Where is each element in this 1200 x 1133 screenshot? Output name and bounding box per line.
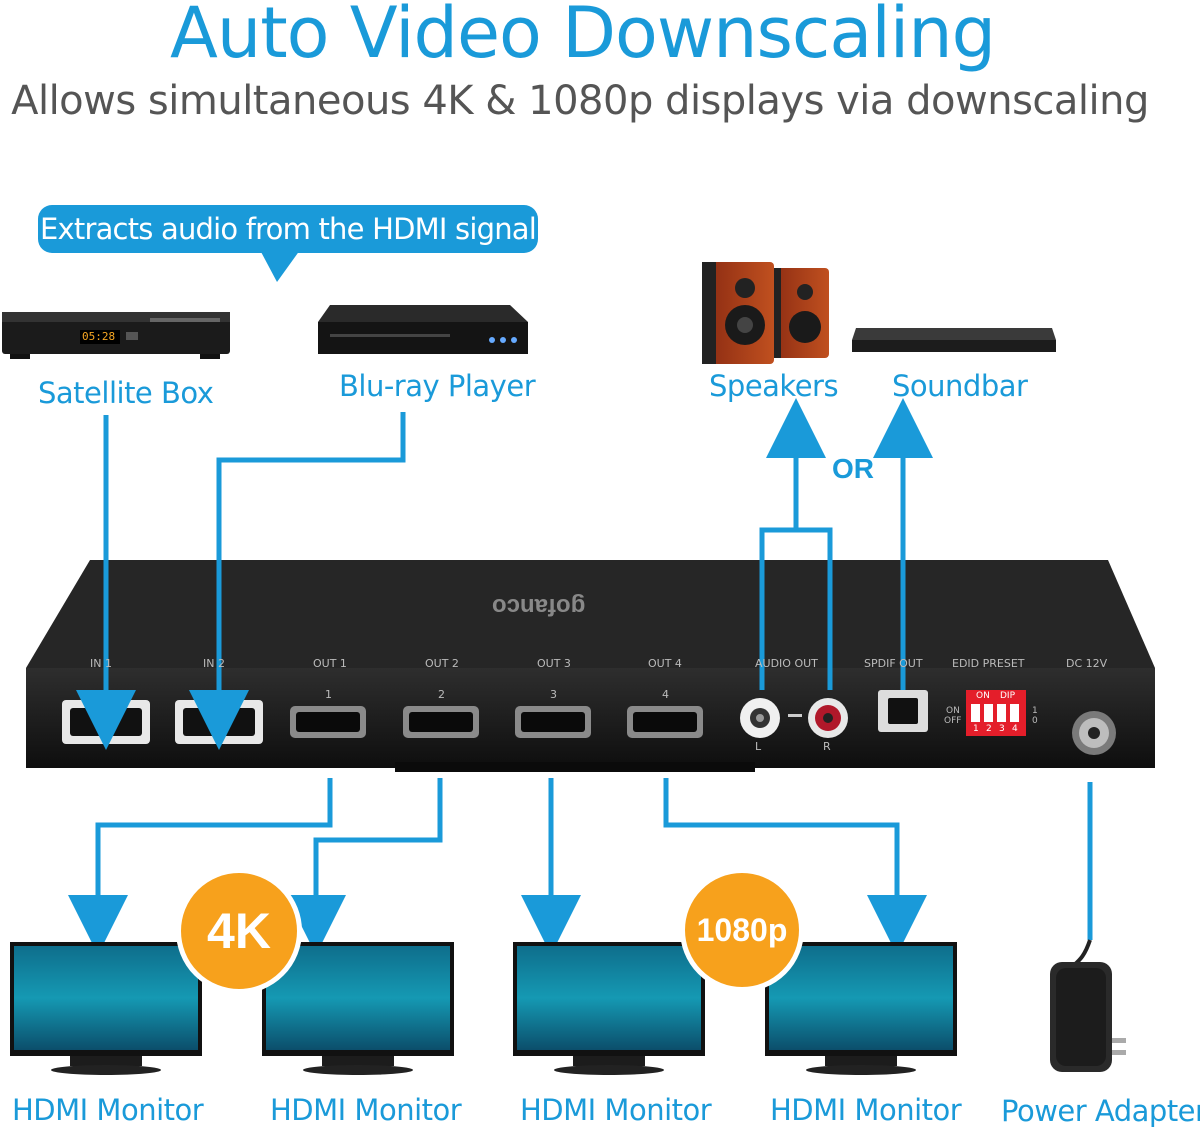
power-adapter-image: [1050, 939, 1126, 1072]
port-label-edid-preset: EDID PRESET: [952, 657, 1025, 670]
soundbar-label: Soundbar: [892, 369, 1028, 403]
port-label-in1: IN 1: [90, 657, 112, 670]
hdmi-monitor-label-1: HDMI Monitor: [12, 1093, 204, 1127]
port-label-audio-out: AUDIO OUT: [755, 657, 818, 670]
satellite-display: 05:28: [82, 330, 116, 343]
port-label-dc: DC 12V: [1066, 657, 1108, 670]
connection-lines: [68, 398, 1093, 955]
power-adapter-label: Power Adapter: [1001, 1094, 1200, 1128]
page-subtitle: Allows simultaneous 4K & 1080p displays …: [11, 78, 1149, 124]
speakers-label: Speakers: [709, 369, 839, 403]
monitor-1-image: [10, 942, 202, 1075]
dip-num-4: 4: [1012, 724, 1018, 734]
speakers-image: [702, 262, 829, 364]
gofanco-splitter-device: [26, 560, 1155, 772]
dip-on-label: ON: [946, 706, 960, 716]
monitor-4-image: [765, 942, 957, 1075]
port-label-out1: OUT 1: [313, 657, 347, 670]
port-number-2: 2: [438, 688, 445, 701]
bluray-player-image: [318, 305, 528, 354]
satellite-box-label: Satellite Box: [38, 376, 214, 410]
hdmi-monitor-label-2: HDMI Monitor: [270, 1093, 462, 1127]
port-label-in2: IN 2: [203, 657, 225, 670]
monitor-3-image: [513, 942, 705, 1075]
page-title: Auto Video Downscaling: [169, 0, 996, 74]
hdmi-monitor-label-3: HDMI Monitor: [520, 1093, 712, 1127]
device-brand: gofanco: [492, 593, 586, 620]
port-label-out4: OUT 4: [648, 657, 682, 670]
4k-badge: 4K: [176, 868, 302, 994]
callout-pointer: [260, 250, 300, 282]
port-label-r: R: [823, 740, 831, 753]
dip-zero-label: 0: [1032, 716, 1038, 726]
port-number-1: 1: [325, 688, 332, 701]
satellite-box-image: [2, 312, 230, 359]
audio-extract-callout: Extracts audio from the HDMI signal: [38, 205, 538, 253]
dip-num-3: 3: [999, 724, 1005, 734]
dip-one-label: 1: [1032, 706, 1038, 716]
dip-num-1: 1: [973, 724, 979, 734]
port-number-3: 3: [550, 688, 557, 701]
port-label-spdif-out: SPDIF OUT: [864, 657, 923, 670]
port-number-4: 4: [662, 688, 669, 701]
port-label-l: L: [755, 740, 762, 753]
monitor-2-image: [262, 942, 454, 1075]
or-label: OR: [832, 453, 874, 484]
dip-on-top: ON: [976, 691, 990, 701]
port-label-out3: OUT 3: [537, 657, 571, 670]
hdmi-monitor-label-4: HDMI Monitor: [770, 1093, 962, 1127]
soundbar-image: [852, 328, 1056, 352]
dip-dip-label: DIP: [1000, 691, 1016, 701]
dip-off-label: OFF: [944, 716, 962, 726]
1080p-badge: 1080p: [680, 868, 804, 992]
port-label-out2: OUT 2: [425, 657, 459, 670]
dip-num-2: 2: [986, 724, 992, 734]
bluray-player-label: Blu-ray Player: [339, 369, 536, 403]
